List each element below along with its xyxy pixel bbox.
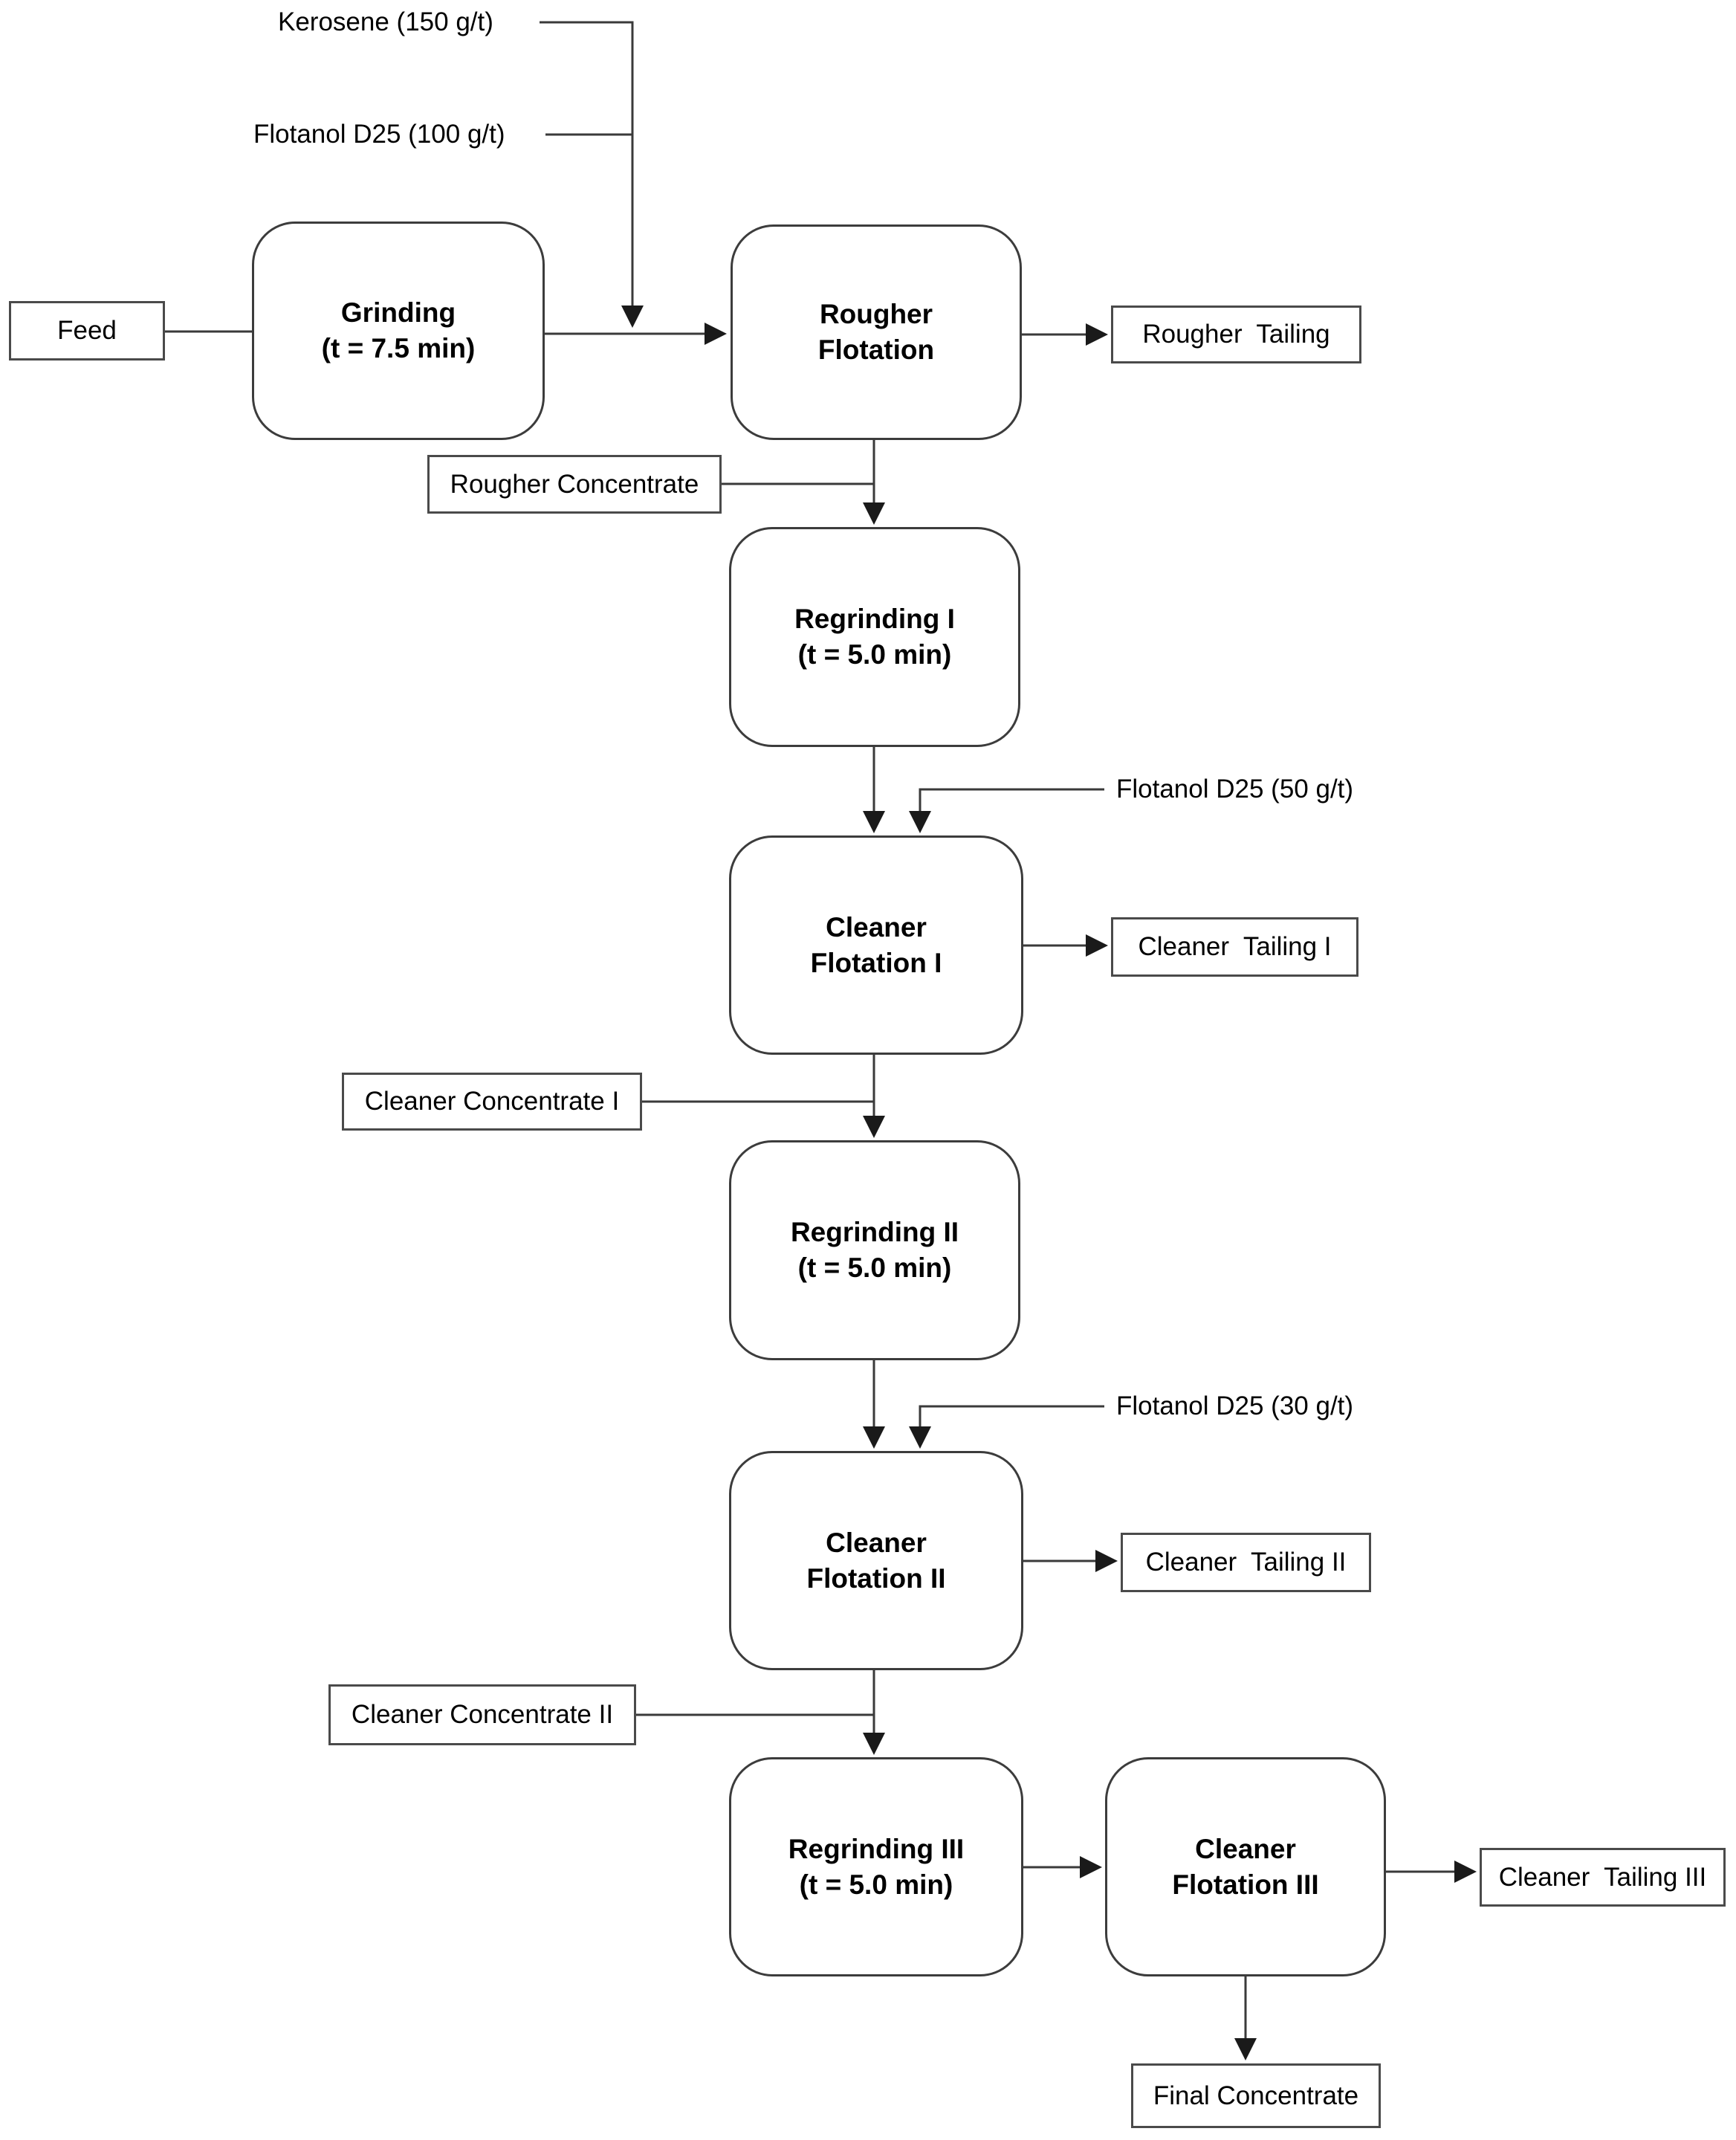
process-regrinding-3: Regrinding III (t = 5.0 min): [729, 1757, 1023, 1976]
reagent-flotanol-100-label: Flotanol D25 (100 g/t): [253, 120, 505, 149]
reagent-flotanol-50-label: Flotanol D25 (50 g/t): [1116, 775, 1354, 804]
process-cleaner-flotation-3: Cleaner Flotation III: [1105, 1757, 1386, 1976]
stream-final-concentrate: Final Concentrate: [1131, 2063, 1381, 2128]
stream-rougher-concentrate: Rougher Concentrate: [427, 455, 722, 514]
stream-feed: Feed: [9, 301, 165, 361]
stream-cleaner-concentrate-1: Cleaner Concentrate I: [342, 1073, 642, 1131]
process-grinding: Grinding (t = 7.5 min): [252, 222, 545, 440]
process-cleaner-flotation-2: Cleaner Flotation II: [729, 1451, 1023, 1670]
reagent-flotanol-30-label: Flotanol D25 (30 g/t): [1116, 1391, 1354, 1420]
stream-rougher-tailing: Rougher Tailing: [1111, 306, 1361, 363]
process-cleaner-flotation-1: Cleaner Flotation I: [729, 835, 1023, 1055]
stream-cleaner-tailing-2: Cleaner Tailing II: [1121, 1533, 1371, 1592]
stream-cleaner-concentrate-2: Cleaner Concentrate II: [328, 1684, 636, 1745]
stream-cleaner-tailing-3: Cleaner Tailing III: [1480, 1848, 1726, 1907]
process-regrinding-2: Regrinding II (t = 5.0 min): [729, 1140, 1020, 1360]
process-regrinding-1: Regrinding I (t = 5.0 min): [729, 527, 1020, 747]
reagent-kerosene-label: Kerosene (150 g/t): [278, 7, 493, 36]
process-rougher-flotation: Rougher Flotation: [731, 224, 1022, 440]
stream-cleaner-tailing-1: Cleaner Tailing I: [1111, 917, 1358, 977]
